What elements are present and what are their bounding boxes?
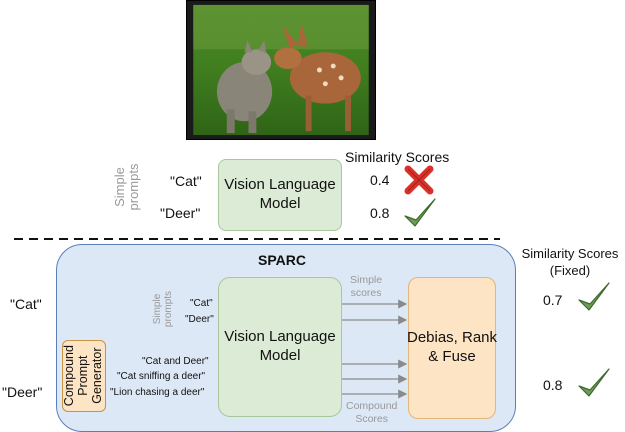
sparc-simple-deer: "Deer" xyxy=(185,314,214,325)
compound-prompt-3: "Lion chasing a deer" xyxy=(110,387,205,398)
compound-prompt-1: "Cat and Deer" xyxy=(142,356,209,367)
checkmark-icon xyxy=(578,282,610,311)
sparc-vlm-box: Vision Language Model xyxy=(218,277,342,417)
simple-scores-label: Simple scores xyxy=(350,274,383,299)
cat-deer-photo xyxy=(186,0,376,140)
cross-icon xyxy=(404,165,434,195)
sparc-title: SPARC xyxy=(258,252,306,268)
top-scores-title: Similarity Scores xyxy=(345,149,450,165)
deer-figure xyxy=(274,22,361,132)
left-label-cat: "Cat" xyxy=(10,296,42,312)
sparc-simple-cat: "Cat" xyxy=(190,298,213,309)
compound-prompt-generator: Compound Prompt Generator xyxy=(62,340,106,412)
fixed-score-deer: 0.8 xyxy=(543,377,563,393)
generator-label: Compound Prompt Generator xyxy=(62,345,104,407)
compound-prompt-2: "Cat sniffing a deer" xyxy=(117,371,206,382)
debias-label: Debias, Rank & Fuse xyxy=(406,329,498,365)
checkmark-icon xyxy=(404,198,436,227)
cat-figure xyxy=(216,40,273,134)
sparc-vlm-label: Vision Language Model xyxy=(224,328,336,364)
fixed-scores-title: Similarity Scores (Fixed) xyxy=(521,246,619,278)
top-prompt-deer: "Deer" xyxy=(160,205,201,221)
score-arrows xyxy=(342,299,408,399)
top-vlm-label: Vision Language Model xyxy=(224,176,336,212)
top-simple-prompts-label: Simple prompts xyxy=(112,163,141,211)
debias-rank-fuse-box: Debias, Rank & Fuse xyxy=(406,277,498,419)
top-score-cat: 0.4 xyxy=(370,172,390,188)
top-prompt-cat: "Cat" xyxy=(170,173,202,189)
fixed-score-cat: 0.7 xyxy=(543,292,563,308)
sparc-simple-prompts-label: Simple prompts xyxy=(152,290,174,328)
checkmark-icon xyxy=(578,368,610,397)
top-score-deer: 0.8 xyxy=(370,205,390,221)
compound-scores-label: Compound Scores xyxy=(346,400,398,425)
section-divider xyxy=(14,238,500,240)
left-label-deer: "Deer" xyxy=(2,384,43,400)
top-vlm-box: Vision Language Model xyxy=(218,159,342,231)
